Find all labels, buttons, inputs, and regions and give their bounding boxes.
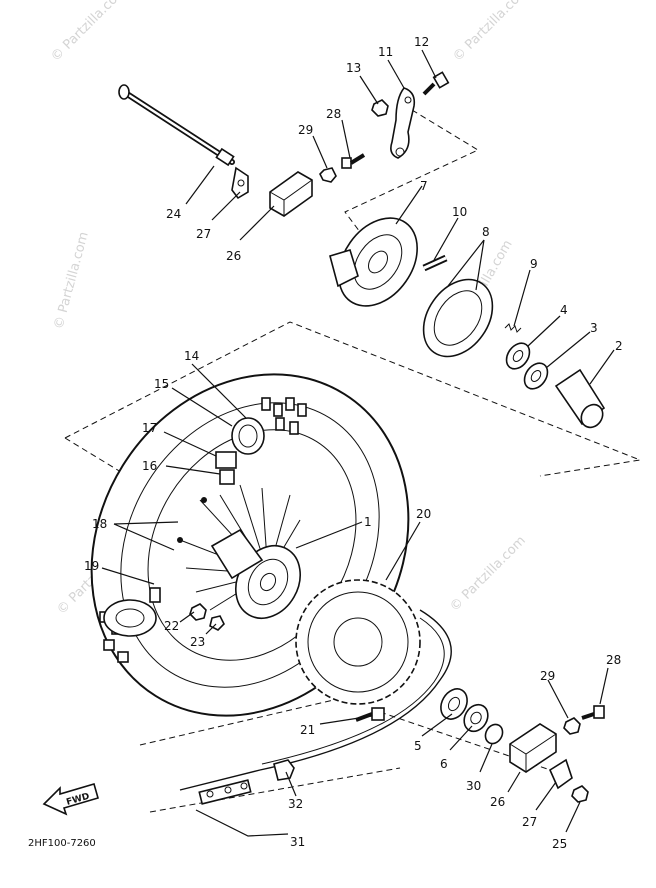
callout-14: 14 — [184, 349, 199, 363]
callout-16: 16 — [142, 459, 157, 473]
sprocket — [295, 579, 421, 705]
watermark-top-left: © Partzilla.com — [48, 0, 130, 65]
callout-8: 8 — [482, 225, 490, 239]
bolt-28-bottom — [581, 705, 605, 720]
callout-20: 20 — [416, 507, 431, 521]
cam-lever — [390, 87, 416, 159]
callout-29-bottom: 29 — [540, 669, 555, 683]
brake-shoes — [422, 278, 494, 358]
callout-26-top: 26 — [226, 249, 241, 263]
nut-29-top — [319, 167, 337, 183]
joint-link — [198, 779, 252, 805]
bolt-28-top — [341, 153, 366, 169]
hub — [210, 528, 301, 619]
callout-12: 12 — [414, 35, 429, 49]
callout-22: 22 — [164, 619, 179, 633]
collar — [554, 368, 606, 429]
callout-32: 32 — [288, 797, 303, 811]
nut-22 — [189, 603, 207, 621]
nut-29-bottom — [563, 717, 581, 735]
adjuster-block-bottom — [509, 723, 557, 773]
callout-10: 10 — [452, 205, 467, 219]
callout-1: 1 — [364, 515, 372, 529]
callout-28-bottom: 28 — [606, 653, 621, 667]
nut-25 — [571, 785, 589, 803]
axle — [118, 84, 235, 167]
callout-5: 5 — [414, 739, 422, 753]
watermark-left: © Partzilla.com — [51, 230, 91, 331]
callout-30: 30 — [466, 779, 481, 793]
chain — [179, 609, 452, 791]
master-clip — [273, 759, 295, 781]
bearing-3 — [523, 362, 549, 390]
collar-30 — [484, 723, 504, 745]
callout-25: 25 — [552, 837, 567, 851]
spring — [504, 323, 522, 333]
bolt-12 — [422, 71, 450, 96]
callout-23: 23 — [190, 635, 205, 649]
rim-band — [231, 417, 265, 455]
callout-26-bottom: 26 — [490, 795, 505, 809]
brake-shoe-plate — [329, 217, 418, 307]
callout-27-bottom: 27 — [522, 815, 537, 829]
callout-11: 11 — [378, 45, 393, 59]
cam-shaft — [422, 254, 448, 272]
callout-19: 19 — [84, 559, 99, 573]
callout-numbers: 1 2 3 4 5 6 7 8 9 10 11 12 13 14 15 16 1… — [84, 35, 623, 851]
nut-13 — [371, 99, 389, 117]
diagram-code: 2HF100-7260 — [28, 838, 96, 849]
callout-31: 31 — [290, 835, 305, 849]
watermark-top-right: © Partzilla.com — [450, 0, 532, 65]
chain-puller-plate-top — [231, 166, 249, 200]
callout-3: 3 — [590, 321, 598, 335]
callout-9: 9 — [530, 257, 538, 271]
chain-puller-plate-bottom — [548, 758, 573, 790]
callout-13: 13 — [346, 61, 361, 75]
callout-24: 24 — [166, 207, 181, 221]
callout-18: 18 — [92, 517, 107, 531]
watermark-lower-right: © Partzilla.com — [447, 533, 529, 615]
bearing-4 — [505, 342, 531, 370]
callout-4: 4 — [560, 303, 568, 317]
tube-valve — [215, 451, 237, 485]
callout-7: 7 — [420, 179, 428, 193]
fwd-arrow: FWD — [42, 783, 99, 816]
callout-6: 6 — [440, 757, 448, 771]
callout-15: 15 — [154, 377, 169, 391]
callout-2: 2 — [615, 339, 623, 353]
callout-27-top: 27 — [196, 227, 211, 241]
callout-28-top: 28 — [326, 107, 341, 121]
callout-21: 21 — [300, 723, 315, 737]
callout-29-top: 29 — [298, 123, 313, 137]
adjuster-block-top — [269, 171, 313, 217]
callout-17: 17 — [142, 421, 157, 435]
leader-lines — [101, 49, 615, 837]
rim-band-lower — [103, 587, 161, 637]
